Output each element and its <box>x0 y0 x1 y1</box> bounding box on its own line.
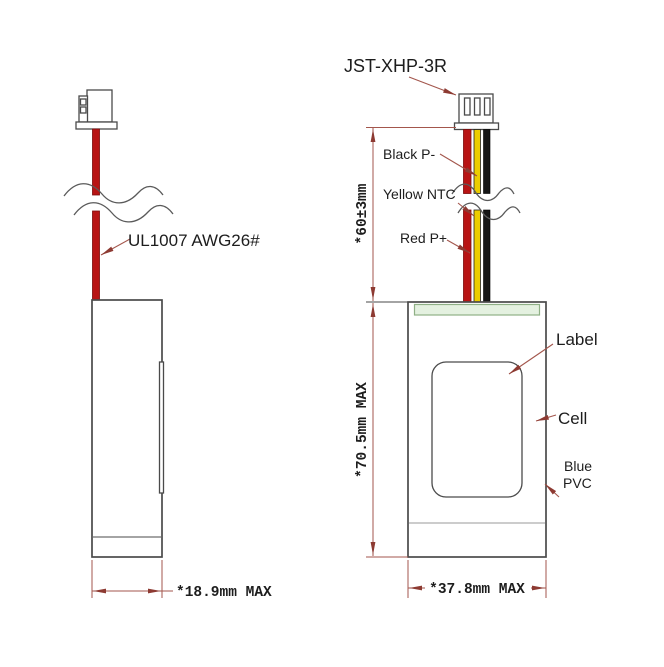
wire-black-label: Black P- <box>383 146 435 162</box>
pvc-leader <box>544 483 560 498</box>
connector-latch-slot <box>79 98 87 106</box>
wire-yellow-upper <box>473 129 481 194</box>
connector-side-body <box>86 89 113 123</box>
wire-break-line <box>63 183 164 204</box>
pvc-callout-line2: PVC <box>563 475 592 491</box>
wire-break-line <box>451 183 515 202</box>
connector-label: JST-XHP-3R <box>344 56 447 76</box>
battery-side-view <box>91 299 165 558</box>
wire-spec-label: UL1007 AWG26# <box>128 231 260 250</box>
connector-pin-slot <box>463 97 471 116</box>
wire-break-line <box>457 202 521 221</box>
wire-red-lower <box>463 209 472 303</box>
connector-pin-slot <box>483 97 491 116</box>
wire-ntc-leader <box>457 202 475 217</box>
dim-thickness-text: *18.9mm MAX <box>176 585 272 601</box>
dimension-text-mask <box>425 579 531 595</box>
pvc-seam-strip <box>158 361 165 494</box>
connector-leader <box>408 76 457 96</box>
wire-red-label: Red P+ <box>400 230 447 246</box>
dimension-height: *70.5mm MAX <box>355 301 408 558</box>
wire-black-leader <box>439 153 478 177</box>
connector-latch-slot <box>79 106 87 114</box>
wire-red-upper <box>463 129 472 194</box>
dimension-width: *37.8mm MAX <box>407 560 547 598</box>
connector-front-view <box>453 93 500 131</box>
side-view-figure: UL1007 AWG26# *18.9mm MAX <box>63 89 272 601</box>
battery-side-body <box>91 299 163 558</box>
connector-pin-slot <box>473 97 481 116</box>
side-view-wire <box>63 128 174 302</box>
cell-leader <box>535 414 557 422</box>
front-view-figure: JST-XHP-3R Black P- Yellow NTC Red P+ <box>344 56 598 598</box>
pvc-callout-line1: Blue <box>564 458 592 474</box>
dim-width-text: *37.8mm MAX <box>429 582 525 598</box>
connector-front-base <box>453 122 500 131</box>
wire-red-upper <box>92 128 100 196</box>
wire-break-line <box>73 202 174 223</box>
dimension-thickness: *18.9mm MAX <box>91 560 272 601</box>
connector-side-base <box>75 121 118 130</box>
dim-height-text: *70.5mm MAX <box>355 382 371 478</box>
wire-red-leader <box>446 239 471 254</box>
connector-side-view <box>75 89 118 130</box>
label-callout: Label <box>556 330 598 349</box>
label-leader <box>508 343 554 375</box>
label-area <box>431 361 523 498</box>
wire-spec-leader <box>100 238 131 256</box>
battery-front-view <box>407 301 547 558</box>
dim-wire-length-text: *60±3mm <box>355 183 371 244</box>
wire-black-upper <box>483 129 491 194</box>
wire-yellow-lower <box>473 209 481 303</box>
dimension-wire-length: *60±3mm <box>355 127 456 301</box>
top-tape <box>413 303 541 316</box>
cell-callout: Cell <box>558 409 587 428</box>
wire-black-lower <box>483 209 491 303</box>
harness-wires <box>451 129 521 303</box>
wire-red-lower <box>92 210 100 302</box>
wire-ntc-label: Yellow NTC <box>383 186 456 202</box>
